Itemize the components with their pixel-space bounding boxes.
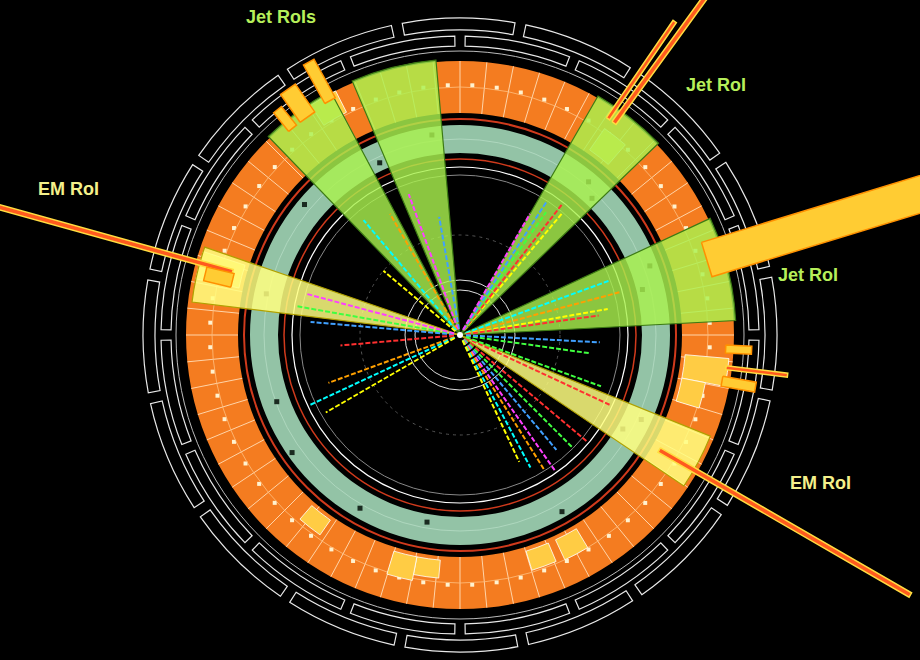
track	[466, 336, 589, 353]
lit-cell	[526, 543, 556, 570]
muon-chamber	[523, 25, 630, 78]
muon-chamber	[405, 635, 518, 652]
track	[463, 340, 545, 471]
em-hit	[560, 509, 565, 514]
calorimeter-hit	[446, 583, 450, 587]
muon-chamber	[350, 36, 455, 66]
calorimeter-hit	[208, 321, 212, 325]
track	[409, 194, 458, 329]
roi-label: Jet RoI	[778, 266, 838, 286]
em-energy-tower	[0, 183, 233, 274]
energy-tower	[721, 376, 756, 392]
track	[465, 339, 587, 441]
calorimeter-hit	[446, 83, 450, 87]
track	[463, 201, 547, 330]
muon-chamber	[465, 36, 570, 66]
roi-label: EM RoI	[38, 180, 99, 200]
em-hit	[358, 506, 363, 511]
em-roi-wedge	[192, 247, 460, 335]
vertex	[457, 332, 463, 338]
track	[464, 340, 557, 450]
jet-energy-tower	[612, 0, 709, 125]
energy-tower	[725, 345, 751, 354]
jet-energy-tower	[701, 160, 920, 277]
track	[463, 340, 531, 467]
em-energy-tower	[658, 448, 912, 597]
lit-cell	[300, 506, 330, 535]
muon-chamber	[350, 604, 455, 634]
jet-roi-wedge	[352, 60, 460, 335]
track	[310, 338, 454, 405]
muon-chamber	[161, 340, 191, 445]
track	[340, 336, 454, 346]
track	[464, 212, 563, 330]
track	[466, 309, 608, 334]
calorimeter-hit	[421, 580, 425, 584]
muon-chamber	[151, 401, 205, 508]
em-energy-tower	[204, 267, 234, 287]
jet-energy-tower	[606, 20, 676, 120]
muon-chamber	[290, 592, 397, 645]
roi-label: Jet RoIs	[246, 8, 316, 28]
track	[364, 220, 457, 330]
hadronic-calorimeter	[186, 61, 734, 609]
em-hit	[290, 450, 295, 455]
muon-chamber	[161, 225, 191, 330]
lit-cell	[676, 378, 705, 408]
energy-tower	[726, 366, 788, 378]
roi-label: Jet RoI	[686, 76, 746, 96]
calorimeter-hit	[708, 345, 712, 349]
calorimeter-hit	[208, 345, 212, 349]
track	[466, 292, 620, 333]
muon-ring	[176, 51, 744, 619]
jet-energy-tower	[303, 59, 335, 103]
roi-label: EM RoI	[790, 474, 851, 494]
muon-chamber	[465, 604, 570, 634]
track	[305, 294, 454, 334]
em-hit	[302, 202, 307, 207]
track	[390, 214, 457, 330]
lit-cell	[556, 529, 588, 560]
muon-chamber	[526, 591, 633, 645]
track	[463, 340, 554, 470]
calorimeter-hit	[211, 370, 215, 374]
em-hit	[274, 399, 279, 404]
jet-energy-tower	[274, 106, 297, 131]
lit-cell	[387, 551, 417, 580]
track	[466, 316, 599, 335]
track	[466, 335, 600, 342]
calorimeter-hit	[495, 580, 499, 584]
em-hit	[377, 160, 382, 165]
muon-chamber	[143, 280, 160, 393]
calorimeter-layer	[212, 87, 708, 583]
track	[465, 338, 609, 405]
em-hit	[425, 520, 430, 525]
muon-chamber	[402, 18, 515, 35]
track	[326, 338, 455, 413]
calorimeter-hit	[470, 583, 474, 587]
track	[383, 271, 455, 331]
calorimeter-hit	[470, 83, 474, 87]
calorimeter-hit	[495, 86, 499, 90]
em-roi-wedge	[460, 335, 710, 486]
lit-cell	[413, 557, 440, 578]
